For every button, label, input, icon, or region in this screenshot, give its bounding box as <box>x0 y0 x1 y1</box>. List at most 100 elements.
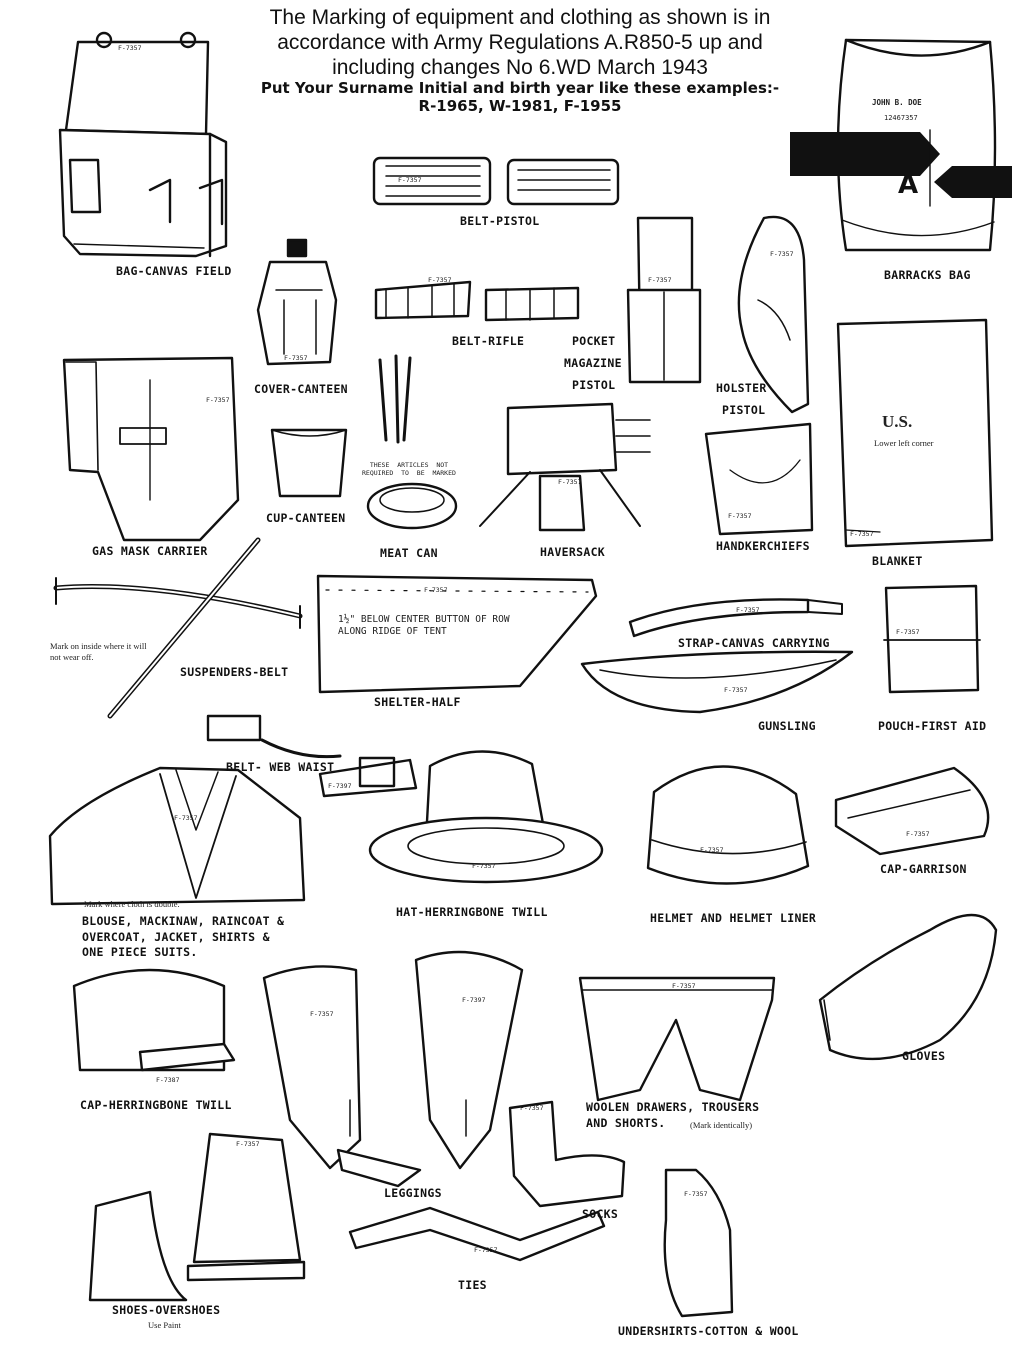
label-helmet: HELMET AND HELMET LINER <box>650 911 817 925</box>
helmet-drawing <box>646 765 810 885</box>
serial-hat: F-7357 <box>472 862 496 870</box>
serial-belt-rifle: F-7357 <box>428 276 452 284</box>
label-drawers-1: WOOLEN DRAWERS, TROUSERS <box>586 1100 760 1114</box>
serial-blanket: F-7357 <box>850 530 874 538</box>
serial-cap-herringbone: F-7387 <box>156 1076 180 1084</box>
header-line-1: The Marking of equipment and clothing as… <box>269 6 771 29</box>
label-cap-herringbone: CAP-HERRINGBONE TWILL <box>80 1098 232 1112</box>
label-gas-mask-carrier: GAS MASK CARRIER <box>92 544 208 558</box>
meat-can-drawing <box>366 482 458 530</box>
barracks-bag-name: JOHN B. DOE <box>872 98 922 107</box>
label-cup-canteen: CUP-CANTEEN <box>266 511 346 525</box>
serial-blouse: F-7357 <box>174 814 198 822</box>
serial-gas-mask: F-7357 <box>206 396 230 404</box>
barracks-bag-drawing <box>790 38 1012 252</box>
label-bag-canvas-field: BAG-CANVAS FIELD <box>116 264 232 278</box>
label-blanket: BLANKET <box>872 554 923 568</box>
gloves-drawing <box>818 913 998 1061</box>
belt-web-waist-drawing <box>206 714 418 798</box>
serial-undershirt: F-7357 <box>684 1190 708 1198</box>
label-cover-canteen: COVER-CANTEEN <box>254 382 348 396</box>
page-header: The Marking of equipment and clothing as… <box>170 6 870 116</box>
serial-pouch: F-7357 <box>896 628 920 636</box>
serial-gunsling: F-7357 <box>724 686 748 694</box>
label-pouch-first-aid: POUCH-FIRST AID <box>878 719 987 733</box>
label-pocket: POCKET <box>572 334 616 348</box>
gunsling-drawing <box>580 650 854 714</box>
serial-cap-garrison: F-7357 <box>906 830 930 838</box>
shoes-drawing <box>88 1132 306 1302</box>
cover-canteen-drawing <box>256 238 338 366</box>
shelter-half-drawing <box>316 574 598 694</box>
cup-canteen-drawing <box>270 428 348 498</box>
note-blanket-corner: Lower left corner <box>874 438 934 448</box>
label-leggings: LEGGINGS <box>384 1186 442 1200</box>
gas-mask-drawing <box>62 356 240 542</box>
serial-socks: F-7357 <box>520 1104 544 1112</box>
label-gunsling: GUNSLING <box>758 719 816 733</box>
label-blouse-1: BLOUSE, MACKINAW, RAINCOAT & <box>82 914 285 928</box>
hat-drawing <box>368 750 604 884</box>
serial-canteen: F-7357 <box>284 354 308 362</box>
note-shoes: Use Paint <box>148 1320 181 1330</box>
strap-canvas-drawing <box>628 598 843 638</box>
serial-bag: F-7357 <box>118 44 142 52</box>
serial-drawers: F-7357 <box>672 982 696 990</box>
label-shelter-half: SHELTER-HALF <box>374 695 461 709</box>
serial-shelter-half: F-7357 <box>424 586 448 594</box>
leggings-drawing <box>262 950 524 1188</box>
serial-belt-pistol: F-7357 <box>398 176 422 184</box>
label-holster-pistol: PISTOL <box>722 403 766 417</box>
serial-legging-left: F-7357 <box>310 1010 334 1018</box>
label-belt-web-waist: BELT- WEB WAIST <box>226 760 335 774</box>
note-suspenders: Mark on inside where it will not wear of… <box>50 641 147 662</box>
belt-rifle-drawing <box>374 280 580 322</box>
serial-handkerchief: F-7357 <box>728 512 752 520</box>
serial-magazine: F-7357 <box>648 276 672 284</box>
label-barracks-bag: BARRACKS BAG <box>884 268 971 282</box>
header-examples: R-1965, W-1981, F-1955 <box>418 96 622 115</box>
label-shoes-overshoes: SHOES-OVERSHOES <box>112 1303 221 1317</box>
bag-canvas-field-drawing <box>58 31 228 258</box>
label-socks: SOCKS <box>582 1207 619 1221</box>
holster-drawing <box>737 215 810 414</box>
label-pistol: PISTOL <box>572 378 616 392</box>
note-drawers: (Mark identically) <box>690 1120 753 1130</box>
label-handkerchiefs: HANDKERCHIEFS <box>716 539 810 553</box>
serial-ties: F-7357 <box>474 1246 498 1254</box>
barracks-bag-serial: 12467357 <box>884 114 918 122</box>
label-magazine: MAGAZINE <box>564 356 622 370</box>
header-line-3: including changes No 6.WD March 1943 <box>332 55 708 79</box>
blanket-us-mark: U.S. <box>882 412 913 431</box>
suspenders-drawing <box>53 537 303 719</box>
note-blouse: Mark where cloth is double. <box>84 899 180 909</box>
label-suspenders-belt: SUSPENDERS-BELT <box>180 665 289 679</box>
label-haversack: HAVERSACK <box>540 545 606 559</box>
belt-pistol-drawing <box>372 156 620 206</box>
blouse-drawing <box>48 766 306 906</box>
haversack-drawing <box>479 402 651 532</box>
utensils-drawing <box>378 354 412 444</box>
serial-strap: F-7357 <box>736 606 760 614</box>
label-ties: TIES <box>458 1278 487 1292</box>
undershirt-drawing <box>663 1168 734 1318</box>
label-undershirts: UNDERSHIRTS-COTTON & WOOL <box>618 1324 799 1338</box>
label-belt-rifle: BELT-RIFLE <box>452 334 525 348</box>
ties-drawing <box>348 1206 606 1262</box>
serial-helmet: F-7357 <box>700 846 724 854</box>
label-holster: HOLSTER <box>716 381 767 395</box>
socks-drawing <box>508 1100 626 1208</box>
woolen-drawers-drawing <box>578 976 776 1102</box>
handkerchiefs-drawing <box>704 422 814 536</box>
label-blouse-2: OVERCOAT, JACKET, SHIRTS & <box>82 930 270 944</box>
serial-haversack: F-7357 <box>558 478 582 486</box>
cap-herringbone-drawing <box>72 968 236 1072</box>
label-hat: HAT-HERRINGBONE TWILL <box>396 905 548 919</box>
note-articles-not-required: THESE ARTICLES NOT REQUIRED TO BE MARKED <box>362 461 456 477</box>
label-belt-pistol: BELT-PISTOL <box>460 214 540 228</box>
serial-legging-right: F-7397 <box>462 996 486 1004</box>
pocket-magazine-drawing <box>626 216 702 384</box>
note-shelter-half: 1½" BELOW CENTER BUTTON OF ROW ALONG RID… <box>338 614 510 637</box>
cap-garrison-drawing <box>834 766 990 856</box>
